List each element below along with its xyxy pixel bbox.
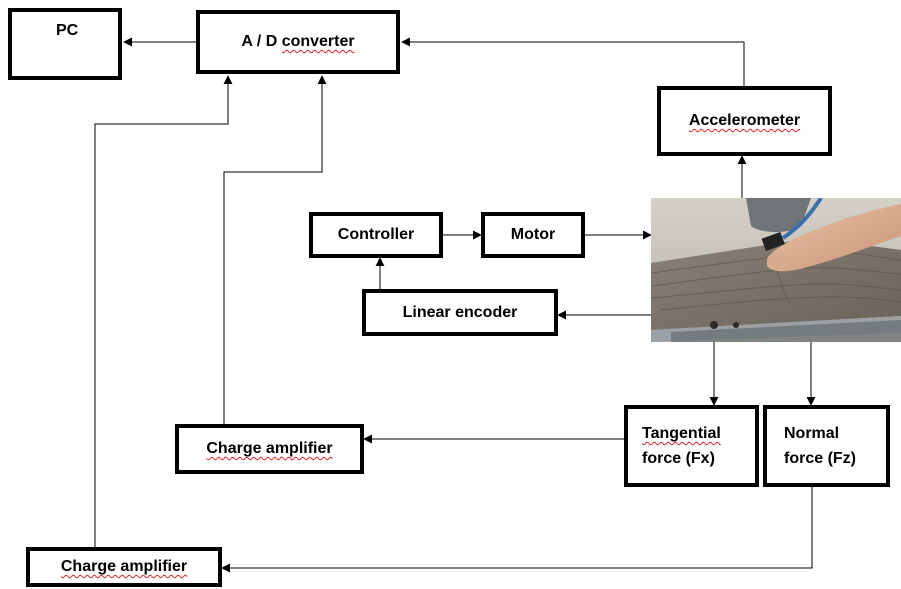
arrow-accelerometer-to-ad: [401, 37, 745, 86]
controller-box: Controller: [309, 212, 443, 258]
accelerometer-label: Accelerometer: [688, 112, 801, 129]
apparatus-photo: [651, 198, 901, 342]
tangential-label-line1: Tangential: [642, 425, 721, 442]
ad-converter-label: A / D converter: [241, 33, 355, 50]
ad-converter-box: A / D converter: [196, 10, 400, 74]
pc-box: PC: [8, 8, 122, 80]
arrow-charge-amp-1-to-ad: [223, 75, 327, 424]
accelerometer-box: Accelerometer: [657, 86, 832, 156]
motor-label: Motor: [510, 226, 556, 243]
charge-amplifier-2-label: Charge amplifier: [60, 558, 188, 575]
tangential-force-box: Tangential force (Fx): [624, 405, 759, 487]
controller-label: Controller: [337, 226, 415, 243]
charge-amplifier-box-1: Charge amplifier: [175, 424, 364, 474]
linear-encoder-box: Linear encoder: [362, 289, 558, 336]
charge-amplifier-1-label: Charge amplifier: [206, 440, 333, 457]
pc-label: PC: [56, 22, 79, 39]
normal-label-line1: Normal: [784, 425, 840, 442]
tangential-label-line2: force (Fx): [642, 450, 715, 467]
linear-encoder-label: Linear encoder: [402, 303, 518, 321]
apparatus-photo-image: [651, 198, 901, 342]
charge-amplifier-box-2: Charge amplifier: [26, 547, 222, 587]
normal-label-line2: force (Fz): [784, 450, 856, 467]
arrow-normal-to-charge-amp-2: [221, 487, 813, 573]
motor-box: Motor: [481, 212, 585, 258]
arrow-charge-amp-2-to-ad: [94, 75, 233, 547]
normal-force-box: Normal force (Fz): [763, 405, 890, 487]
